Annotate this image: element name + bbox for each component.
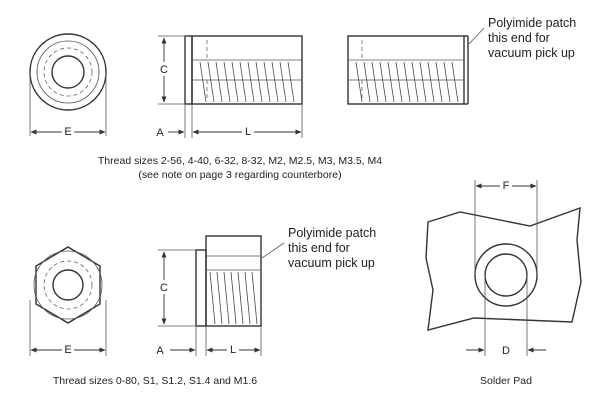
round-standoff-side-view (158, 35, 303, 138)
round-standoff-end-view (29, 33, 107, 136)
patch-note-top: Polyimide patch this end for vacuum pick… (488, 16, 576, 60)
svg-text:vacuum pick up: vacuum pick up (288, 256, 375, 270)
hex-standoff-side-view (158, 235, 285, 356)
caption-top-line2: (see note on page 3 regarding counterbor… (138, 169, 341, 181)
dim-e-bottom: E (64, 344, 71, 356)
dim-c-bottom: C (160, 282, 168, 294)
dim-e-top: E (64, 126, 71, 138)
dim-a-top: A (156, 127, 164, 139)
dim-l-top: L (245, 126, 251, 138)
svg-text:Polyimide patch: Polyimide patch (288, 226, 376, 240)
caption-bottom: Thread sizes 0-80, S1, S1.2, S1.4 and M1… (53, 375, 257, 387)
svg-text:Polyimide patch: Polyimide patch (488, 16, 576, 30)
dim-f-pad: F (503, 180, 510, 192)
hex-standoff-end-view (29, 246, 107, 356)
dim-l-bottom: L (230, 344, 236, 356)
round-standoff-patch-view (347, 27, 485, 105)
dim-a-bottom: A (156, 345, 164, 357)
caption-solder-pad: Solder Pad (480, 375, 532, 387)
solder-pad (425, 180, 582, 356)
svg-text:this end for: this end for (488, 31, 550, 45)
svg-text:vacuum pick up: vacuum pick up (488, 46, 575, 60)
patch-note-bottom: Polyimide patch this end for vacuum pick… (288, 226, 376, 270)
caption-top-line1: Thread sizes 2-56, 4-40, 6-32, 8-32, M2,… (98, 155, 382, 167)
svg-text:this end for: this end for (288, 241, 350, 255)
dim-c-top: C (160, 64, 168, 76)
dim-d-pad: D (502, 345, 510, 357)
